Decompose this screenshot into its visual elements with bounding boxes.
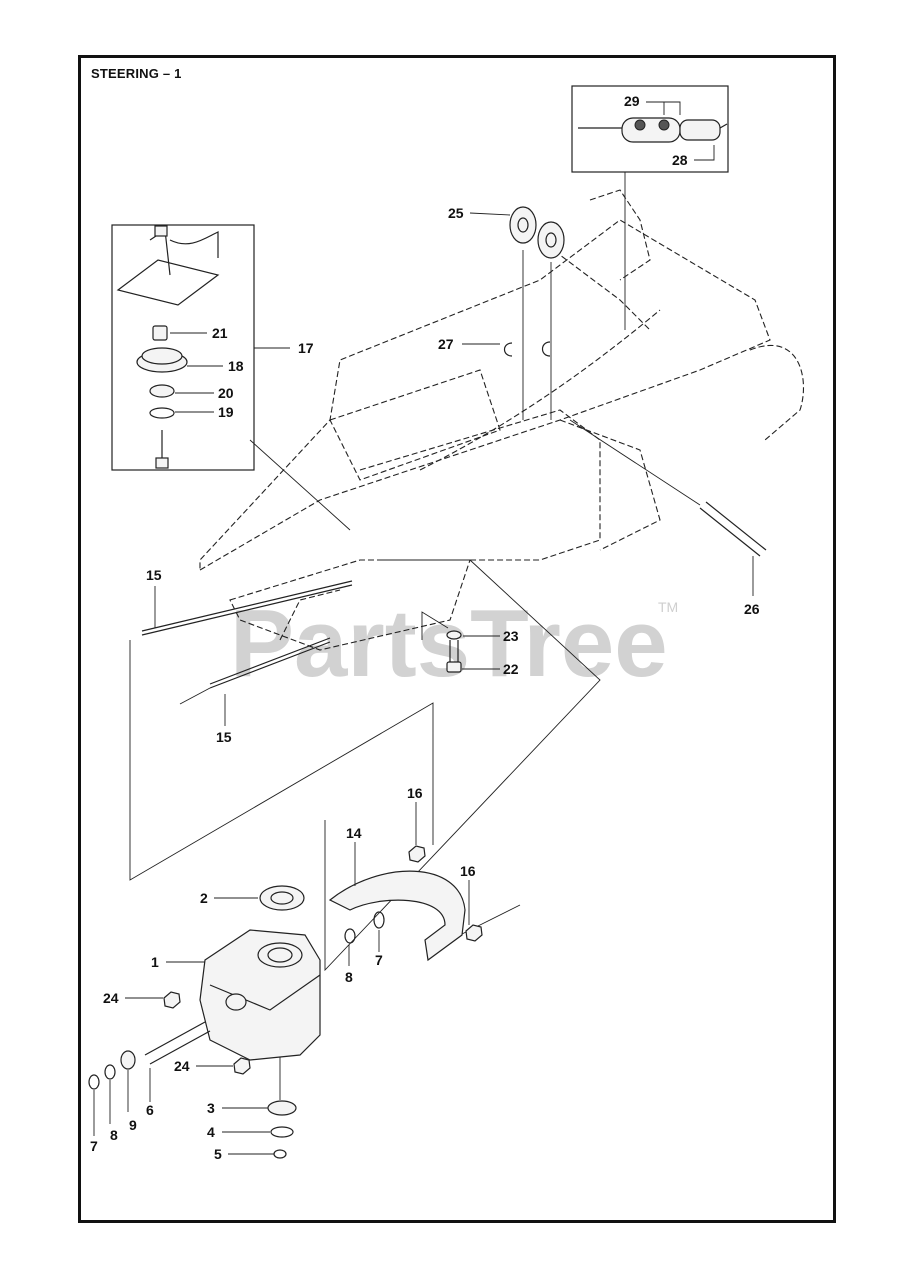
page-title: STEERING – 1 — [91, 66, 182, 81]
callout-19: 19 — [218, 404, 234, 420]
callout-9: 9 — [129, 1117, 137, 1133]
callout-6: 6 — [146, 1102, 154, 1118]
chassis-frame — [199, 189, 804, 651]
callout-3: 3 — [207, 1100, 215, 1116]
watermark-tm: TM — [658, 599, 678, 615]
shaft — [569, 419, 767, 557]
callouts: 29 28 25 21 17 18 27 20 19 26 15 23 22 1… — [90, 93, 760, 1162]
callout-21: 21 — [212, 325, 228, 341]
callout-25: 25 — [448, 205, 464, 221]
bolt-and-washer — [421, 611, 462, 673]
callout-28: 28 — [672, 152, 688, 168]
callout-leaders — [93, 101, 754, 1155]
pulley-pair — [509, 206, 565, 259]
callout-18: 18 — [228, 358, 244, 374]
callout-16-upper: 16 — [407, 785, 423, 801]
callout-22: 22 — [503, 661, 519, 677]
steering-bracket — [328, 870, 466, 962]
callout-27: 27 — [438, 336, 454, 352]
callout-14: 14 — [346, 825, 362, 841]
callout-26: 26 — [744, 601, 760, 617]
callout-4: 4 — [207, 1124, 215, 1140]
callout-7-right: 7 — [375, 952, 383, 968]
e-clip — [503, 342, 513, 357]
callout-24-left: 24 — [103, 990, 119, 1006]
small-hardware — [88, 845, 483, 1159]
callout-8-right: 8 — [345, 969, 353, 985]
steering-rods — [141, 580, 353, 705]
diagram-frame — [78, 55, 836, 1223]
cable-link-drawing — [578, 117, 728, 143]
callout-29: 29 — [624, 93, 640, 109]
callout-15-lower: 15 — [216, 729, 232, 745]
guide-lines — [129, 172, 626, 1100]
callout-17: 17 — [298, 340, 314, 356]
callout-15-upper: 15 — [146, 567, 162, 583]
callout-20: 20 — [218, 385, 234, 401]
inset-box-cable-link — [571, 85, 729, 173]
callout-1: 1 — [151, 954, 159, 970]
callout-23: 23 — [503, 628, 519, 644]
callout-2: 2 — [200, 890, 208, 906]
watermark: PartsTree — [230, 590, 668, 697]
e-clip — [541, 341, 551, 357]
callout-8-left: 8 — [110, 1127, 118, 1143]
callout-5: 5 — [214, 1146, 222, 1162]
pulley-kit-drawing — [116, 225, 220, 469]
callout-24-bottom: 24 — [174, 1058, 190, 1074]
callout-16-lower: 16 — [460, 863, 476, 879]
gearbox-housing — [199, 885, 321, 1061]
callout-7-left: 7 — [90, 1138, 98, 1154]
inset-box-pulley-kit — [111, 224, 255, 471]
